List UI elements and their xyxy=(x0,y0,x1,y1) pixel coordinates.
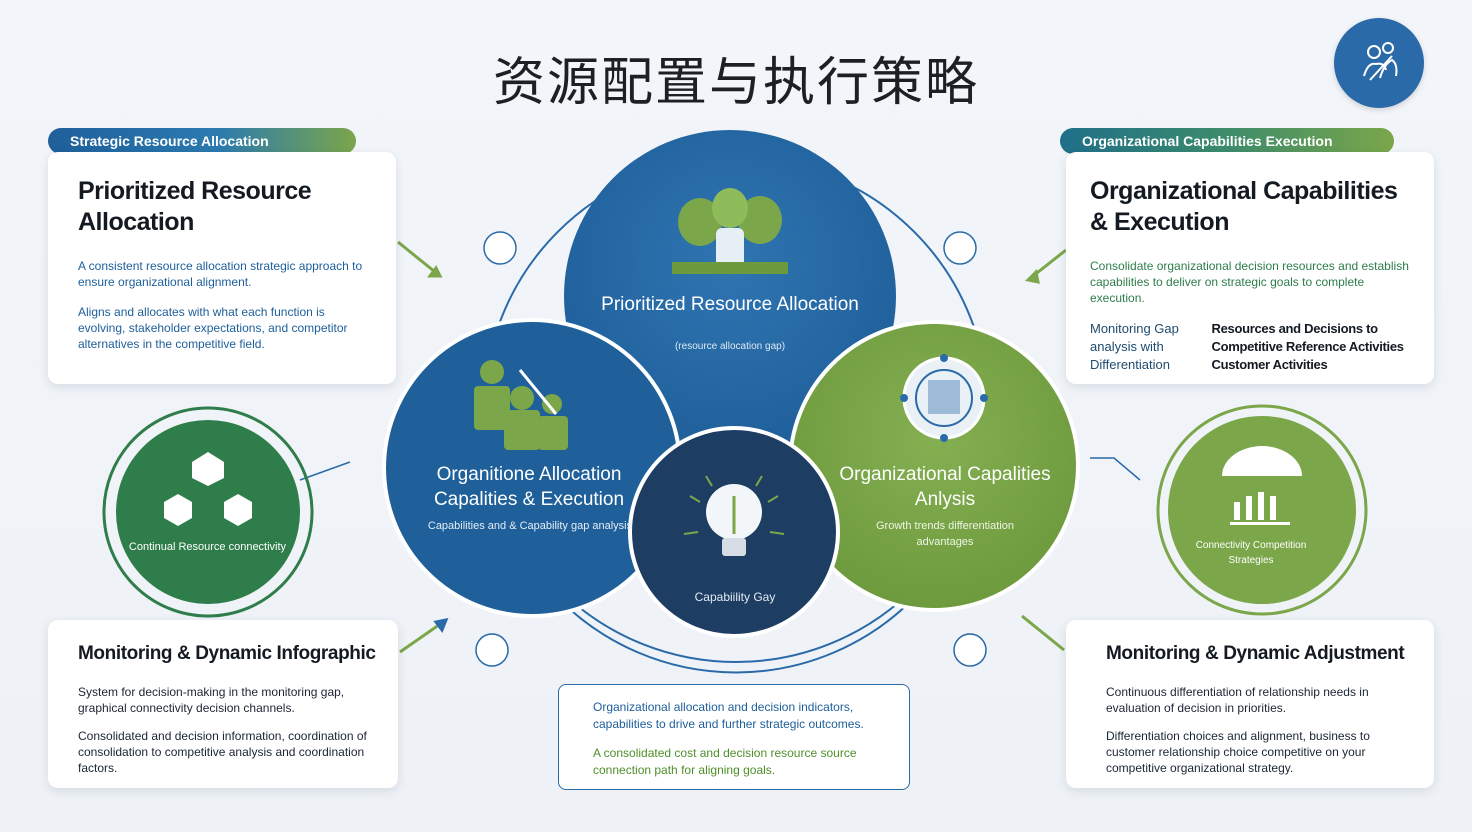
connector-lines xyxy=(397,240,1067,654)
people-network-icon xyxy=(1363,42,1398,81)
card-text: Differentiation choices and alignment, b… xyxy=(1106,729,1370,775)
left-circle-title: Organitione Allocation Capalities & Exec… xyxy=(433,464,625,510)
cube-network-icon xyxy=(164,452,252,526)
logo-badge xyxy=(1334,18,1424,108)
card-text: A consistent resource allocation strateg… xyxy=(78,259,363,289)
card-title: Prioritized Resource Allocation xyxy=(78,177,312,236)
center-circle-label: Capabiility Gay xyxy=(694,590,776,604)
card-text: Consolidate organizational decision reso… xyxy=(1090,259,1409,305)
growth-bars-icon xyxy=(1222,446,1302,525)
side-connectors xyxy=(299,457,1141,481)
side-left-circle xyxy=(116,420,300,604)
tree-hand-icon xyxy=(672,188,788,274)
card-center-summary: Organizational allocation and decision i… xyxy=(558,684,910,790)
capabilities-execution-tag: Organizational Capabilities Execution xyxy=(1060,128,1394,154)
top-circle-title: Prioritized Resource Allocation xyxy=(601,294,859,315)
bottom-arc xyxy=(559,599,913,674)
card-title: Monitoring & Dynamic Infographic xyxy=(78,643,376,664)
card-columns: Monitoring Gap analysis with Differentia… xyxy=(1090,320,1414,374)
side-left-label: Continual Resource connectivity xyxy=(128,541,287,553)
side-right-ring xyxy=(1156,404,1368,616)
card-column-right: Resources and Decisions to Competitive R… xyxy=(1211,321,1405,372)
strategic-allocation-tag: Strategic Resource Allocation xyxy=(48,128,356,154)
card-text: A consolidated cost and decision resourc… xyxy=(593,746,857,777)
card-text: Consolidated and decision information, c… xyxy=(78,729,367,775)
card-column-left: Monitoring Gap analysis with Differentia… xyxy=(1090,321,1179,372)
card-text: Organizational allocation and decision i… xyxy=(593,700,864,731)
card-title: Organizational Capabilities & Execution xyxy=(1090,177,1398,236)
side-left-ring xyxy=(102,406,314,618)
right-circle-subtitle: Growth trends differentiation advantages xyxy=(876,520,1014,548)
page-title: 资源配置与执行策略 xyxy=(492,53,979,113)
top-circle-subtitle: (resource allocation gap) xyxy=(674,341,786,352)
card-text: Continuous differentiation of relationsh… xyxy=(1106,685,1369,715)
team-pointer-icon xyxy=(474,360,568,450)
card-title: Monitoring & Dynamic Adjustment xyxy=(1106,643,1405,664)
card-prioritized-allocation: Prioritized Resource Allocation A consis… xyxy=(48,152,396,384)
card-monitoring-infographic: Monitoring & Dynamic Infographic System … xyxy=(48,620,398,788)
card-text: Aligns and allocates with what each func… xyxy=(78,305,348,351)
side-right-label: Connectivity Competition Strategies xyxy=(1195,540,1307,566)
card-monitoring-adjustment: Monitoring & Dynamic Adjustment Continuo… xyxy=(1066,620,1434,788)
card-text: System for decision-making in the monito… xyxy=(78,685,345,715)
target-chart-icon xyxy=(900,354,988,442)
card-capabilities-execution: Organizational Capabilities & Execution … xyxy=(1066,152,1434,384)
lightbulb-icon xyxy=(683,475,785,556)
left-circle-subtitle: Capabilities and & Capability gap analys… xyxy=(427,520,633,532)
right-circle-title: Organizational Capalities Anlysis xyxy=(839,464,1051,510)
ring-badges xyxy=(475,231,987,667)
